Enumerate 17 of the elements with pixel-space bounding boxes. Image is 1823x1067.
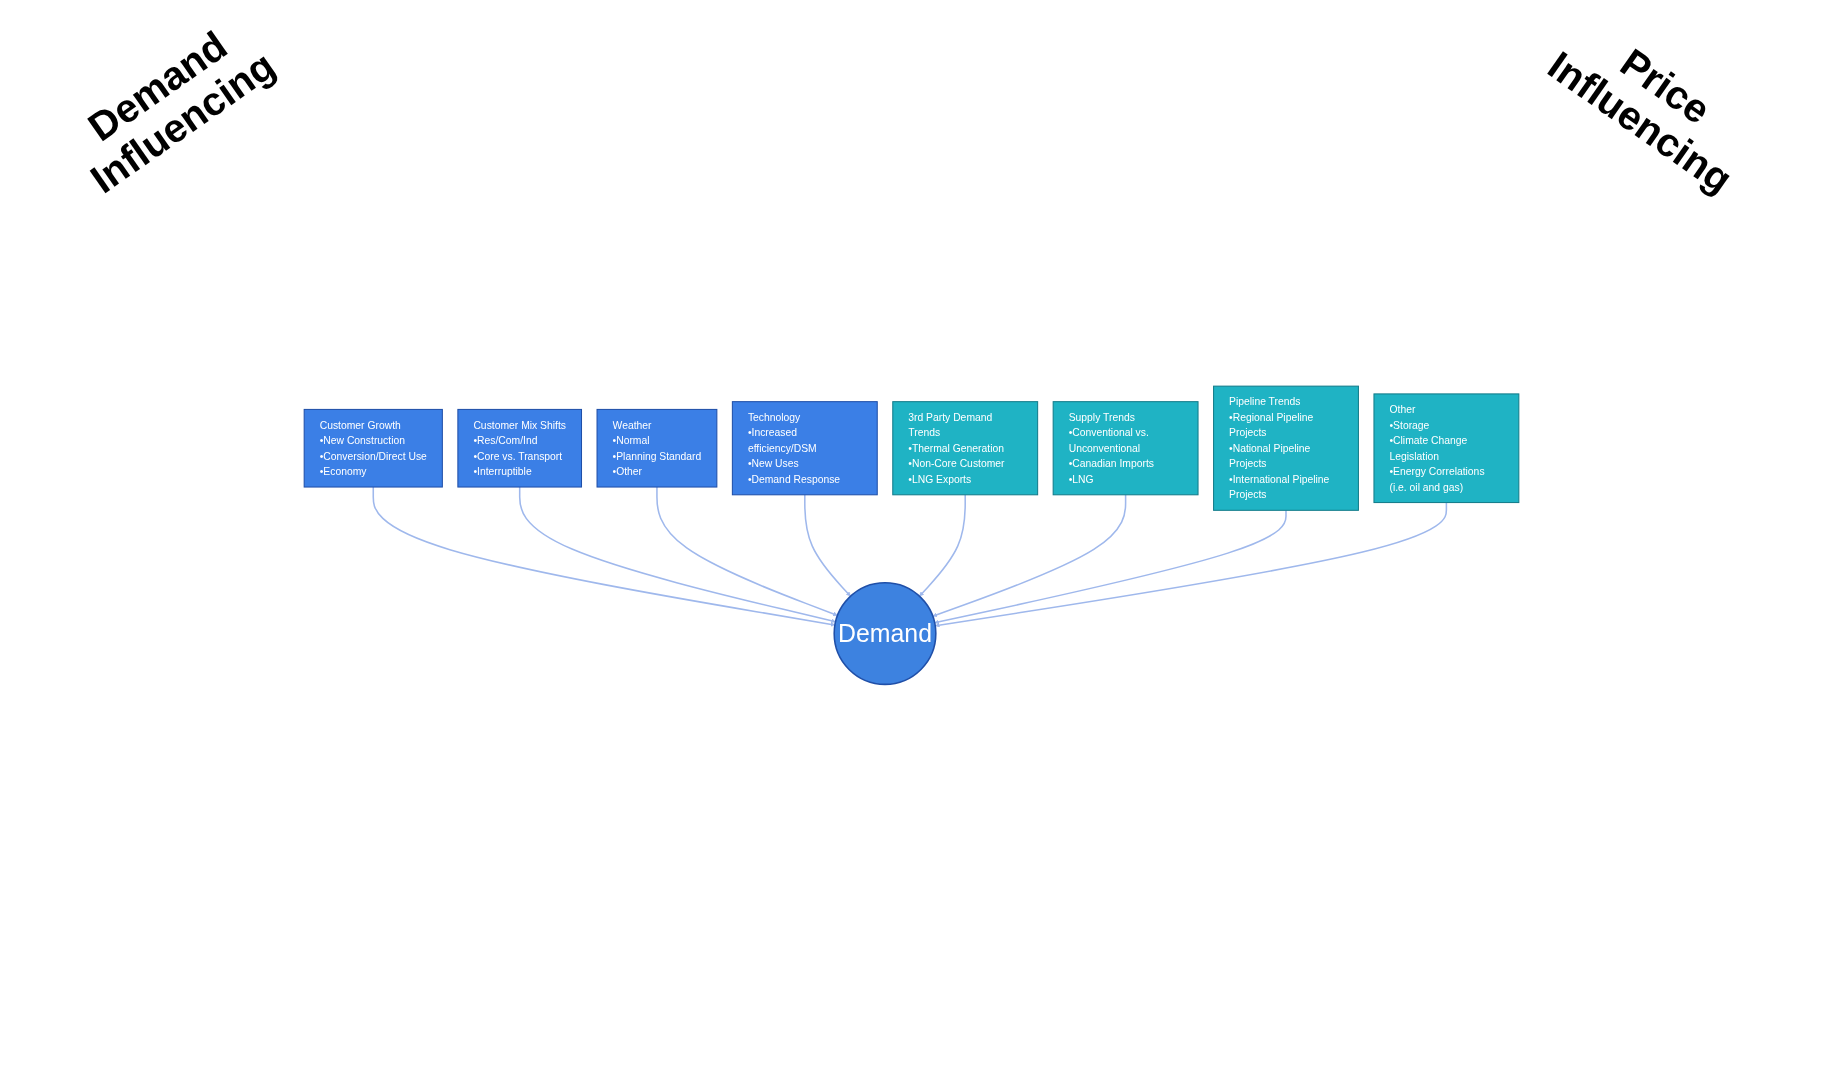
node-box: 3rd Party Demand Trends •Thermal Generation •Non-Core Customer •LNG Exports <box>892 400 1039 496</box>
node-box: Other •Storage •Climate Change Legislation •Energy Correlations (i.e. oil and gas) <box>1373 393 1520 503</box>
arrow <box>518 486 836 623</box>
node-box: Technology •Increased efficiency/DSM •New Uses •Demand Response <box>731 400 878 496</box>
arrow <box>804 493 851 597</box>
node-box: Pipeline Trends •Regional Pipeline Projects •National Pipeline Projects •International Pipeline Projects <box>1213 385 1359 511</box>
node-box: Customer Mix Shifts •Res/Com/Ind •Core vs. Transport •Interruptible <box>457 408 583 488</box>
node-box: Supply Trends •Conventional vs. Unconventional •Canadian Imports •LNG <box>1052 400 1199 496</box>
arrow <box>932 493 1127 617</box>
node-box: Customer Growth •New Construction •Conversion/Direct Use •Economy <box>303 408 443 488</box>
arrow <box>656 486 838 616</box>
arrow <box>919 493 966 597</box>
arrow <box>372 486 836 627</box>
arrow <box>935 501 1448 628</box>
node-circle: Demand <box>833 581 937 685</box>
node-box: Weather •Normal •Planning Standard •Other <box>596 408 718 488</box>
arrow <box>934 509 1287 624</box>
